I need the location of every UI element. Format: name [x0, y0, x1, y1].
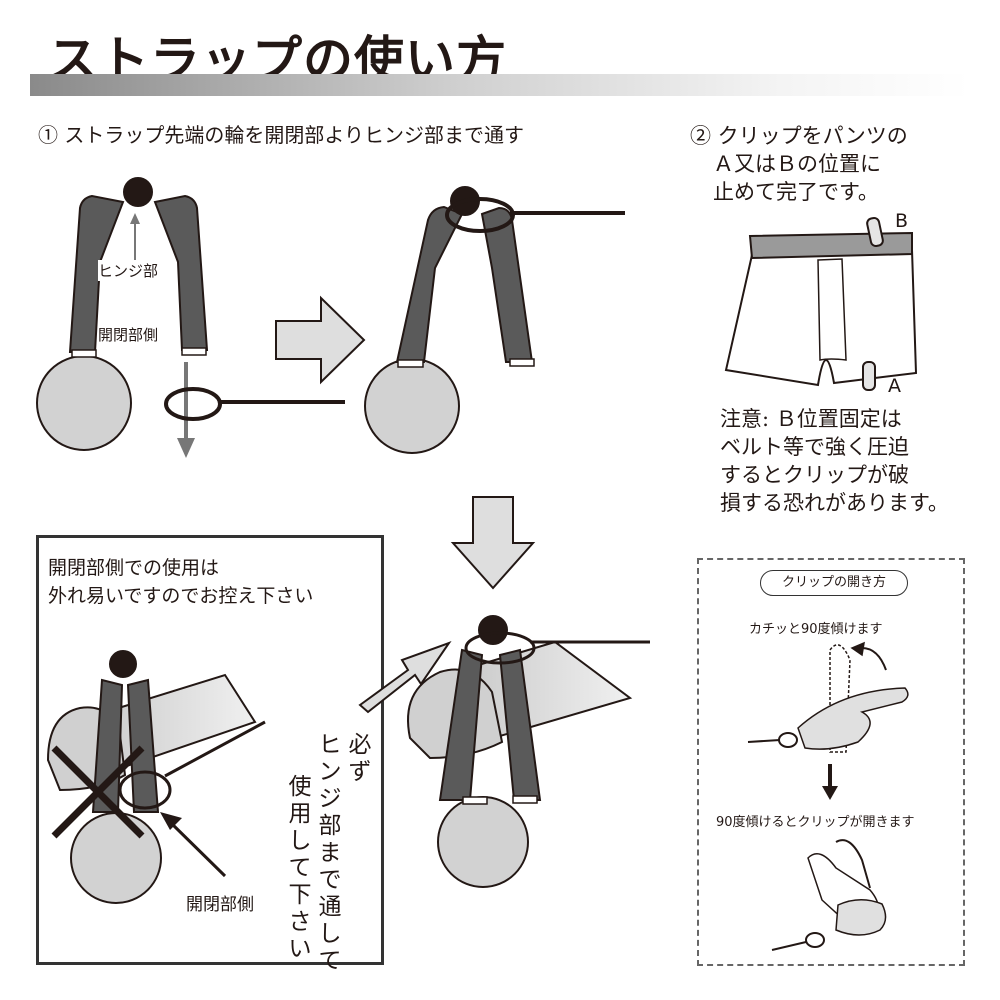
clip-caption-1: カチッと90度傾けます	[749, 622, 883, 637]
strap-left-arm	[68, 194, 125, 353]
boxer-shorts	[724, 216, 918, 391]
clip-position-b-icon	[866, 216, 884, 248]
strap-right-arm	[153, 194, 209, 351]
diagonal-arrow-icon	[358, 641, 452, 714]
step2-line-2: Ａ又はＢの位置に	[713, 152, 881, 176]
instruction-column-2: ヒンジ部まで通して	[318, 732, 342, 974]
label-hinge: ヒンジ部	[98, 260, 159, 281]
strap-figure-wrong-use	[46, 650, 257, 904]
title-underline-bar	[30, 74, 970, 96]
strap-figure-open	[36, 177, 209, 451]
step2-line-1: ② クリップをパンツの	[690, 124, 908, 148]
clip-closed-illustration	[747, 641, 909, 753]
label-position-b: B	[895, 210, 909, 232]
instruction-column-3: 使用して下さい	[288, 774, 312, 962]
strap-figure-threaded	[364, 186, 535, 454]
label-position-a: A	[888, 375, 901, 397]
warning-open-side-label: 開閉部側	[186, 895, 254, 915]
ring-part	[36, 355, 132, 451]
step2-line-3: 止めて完了です。	[713, 180, 879, 204]
clip-caption-2: 90度傾けるとクリップが開きます	[716, 815, 915, 830]
down-arrow-icon	[177, 438, 195, 458]
clip-position-a-icon	[862, 361, 876, 391]
hinge-ball	[123, 177, 153, 207]
clip-title: クリップの開き方	[760, 570, 908, 596]
caution-line-3: するとクリップが破	[720, 463, 909, 487]
label-open-side: 開閉部側	[98, 324, 159, 345]
caution-line-1: 注意: Ｂ位置固定は	[720, 407, 902, 431]
step1-instruction: ① ストラップ先端の輪を開閉部よりヒンジ部まで通す	[38, 123, 524, 147]
strap-figure-in-use	[407, 615, 633, 888]
right-arrow-icon	[275, 295, 366, 385]
caution-line-2: ベルト等で強く圧迫	[720, 435, 909, 459]
clip-open-illustration	[771, 839, 887, 951]
warning-line-1: 開閉部側での使用は	[48, 557, 220, 579]
down-arrow-big-icon	[450, 496, 536, 590]
warning-line-2: 外れ易いですのでお控え下さい	[48, 585, 314, 607]
caution-line-4: 損する恐れがあります。	[720, 491, 949, 515]
instruction-column-1: 必ず	[348, 732, 372, 785]
cross-mark-icon	[51, 745, 145, 839]
warning-box	[36, 535, 384, 965]
clip-opening-box	[697, 558, 965, 966]
pointer-arrow-icon	[160, 812, 182, 830]
clip-down-arrow-icon	[822, 786, 838, 800]
